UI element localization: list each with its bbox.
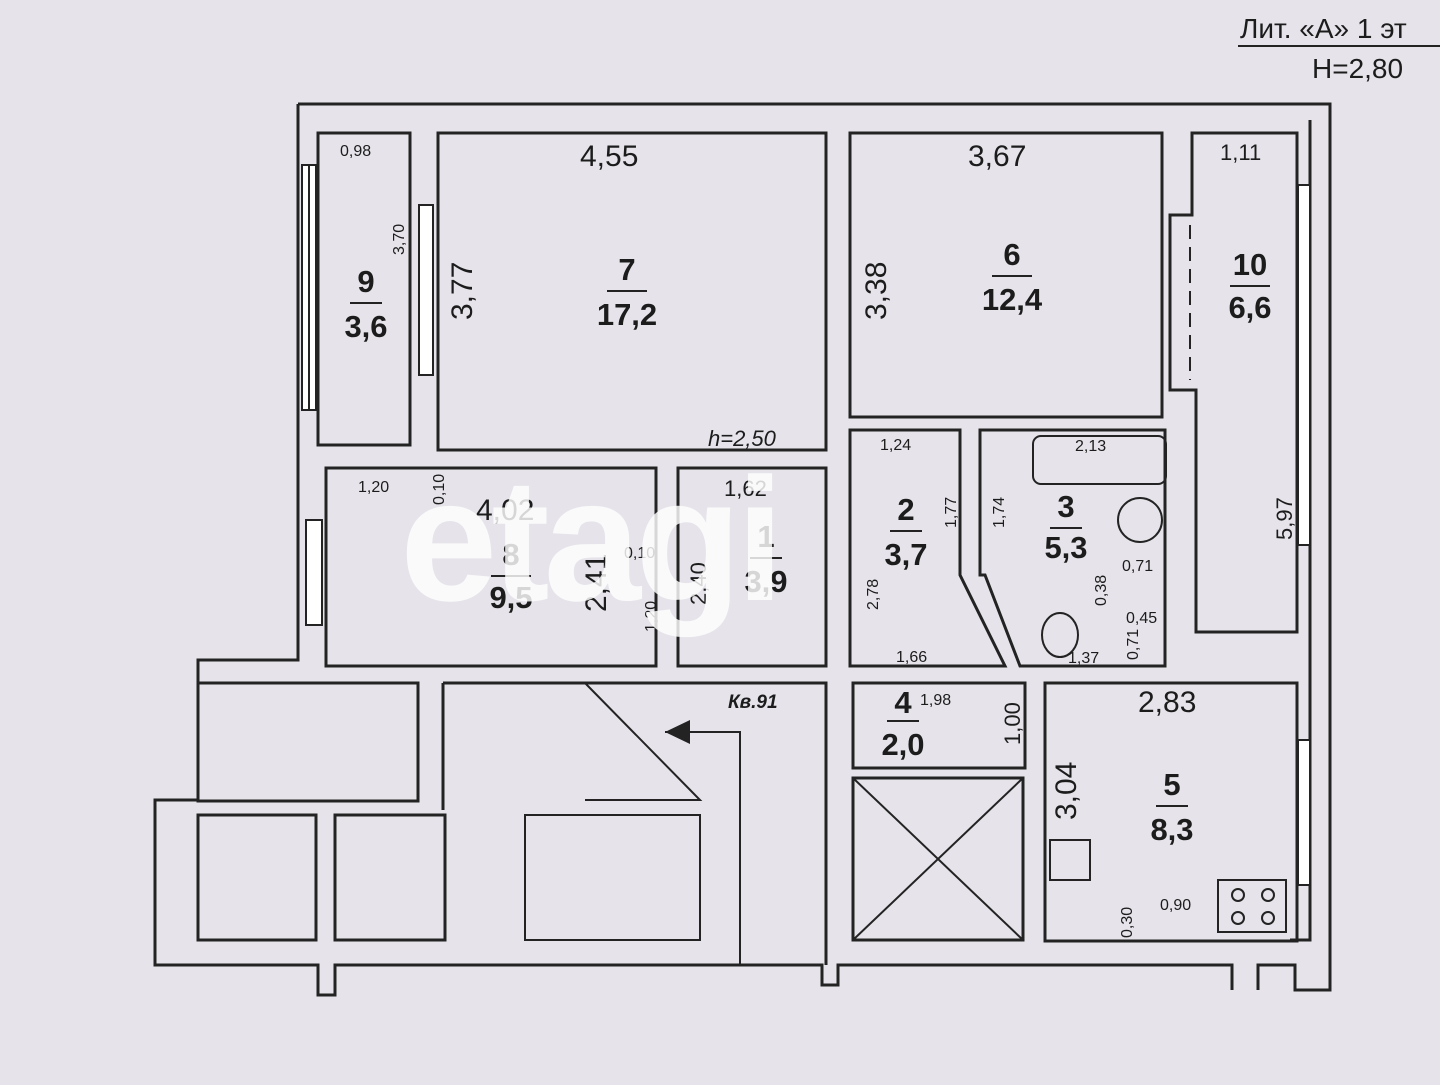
dim-room-8-top: 0,10 [431,474,448,505]
room-2-outline [848,428,1008,668]
room-6-number: 6 [1003,237,1020,272]
elevator-shaft [851,776,1025,942]
dim-room-2-height-b: 2,78 [865,579,882,610]
room-1-area: 3,9 [744,564,787,599]
room-8-outline [324,466,658,668]
stove-burner [1261,888,1275,902]
room-5-area: 8,3 [1150,812,1193,847]
dim-room-8-height: 2,41 [580,554,613,612]
dim-room-5-height: 3,04 [1050,762,1083,820]
room-7-area: 17,2 [597,297,657,332]
dim-room-1-height: 2,40 [686,562,711,605]
room-3-area: 5,3 [1044,530,1087,565]
stairwell-outline [441,681,828,965]
stove-fixture [1217,879,1287,933]
dim-room-7-ceiling: h=2,50 [708,426,777,451]
dim-room-3-e: 1,37 [1068,650,1099,667]
room-7-number: 7 [618,252,635,287]
dim-room-6-height: 3,38 [860,262,893,320]
room-4-number: 4 [894,685,912,720]
room-9-number: 9 [357,264,374,299]
floor-height: Н=2,80 [1312,53,1403,84]
dim-room-6-width: 3,67 [968,140,1026,173]
dim-room-5-a: 0,30 [1119,907,1136,938]
kitchen-sink-fixture [1049,839,1091,881]
room-7-outline [436,131,828,452]
room-5-number: 5 [1163,767,1180,802]
dim-room-9-bottom: 1,20 [358,479,389,496]
dim-room-4-height: 1,00 [1000,702,1025,745]
outer-wall-top-right [298,102,1332,992]
room-2-area: 3,7 [884,537,927,572]
dim-room-10-width: 1,11 [1220,140,1261,165]
dim-room-5-b: 0,90 [1160,897,1191,914]
dim-room-3-d: 0,71 [1125,629,1142,660]
dim-room-1-width: 1,62 [724,476,767,501]
dim-room-3-height: 1,74 [991,497,1008,528]
bathtub-fixture [1032,435,1167,485]
room-1-number: 1 [757,519,774,554]
stove-burner [1231,888,1245,902]
stair-direction-arrow [665,720,690,744]
room-8-number: 8 [502,537,519,572]
dim-room-8-side: 1,20 [643,601,660,632]
sheet-title: Лит. «А» 1 эт [1240,13,1407,44]
dim-room-8-width: 4,02 [476,494,534,527]
stove-burner [1261,911,1275,925]
elevator-cross-b [852,777,1024,941]
room-3-outline [978,428,1167,668]
room-3-number: 3 [1057,489,1074,524]
dim-room-2-width: 1,24 [880,437,911,454]
room-10-outline [1168,131,1299,634]
dim-room-3-b: 0,38 [1093,575,1110,606]
window-room-5 [1297,739,1311,886]
dim-room-9-height: 3,70 [391,224,408,255]
dim-room-2-height-a: 1,77 [943,497,960,528]
room-9-area: 3,6 [344,309,387,344]
neighbor-room-b [196,813,318,942]
room-4-area: 2,0 [881,727,924,762]
dim-room-3-width: 2,13 [1075,438,1106,455]
room-10-number: 10 [1233,247,1267,282]
room-10-area: 6,6 [1228,290,1271,325]
stair-flight-upper [584,682,703,801]
dim-room-7-height: 3,77 [446,262,479,320]
dim-room-3-a: 0,71 [1122,558,1153,575]
stove-burner [1231,911,1245,925]
dim-room-5-width: 2,83 [1138,686,1196,719]
sink-fixture [1117,497,1163,543]
room-8-area: 9,5 [489,580,532,615]
dim-room-9-width: 0,98 [340,143,371,160]
apartment-label: Кв.91 [728,692,778,713]
stair-direction-line [665,731,741,965]
stair-flight-lower [524,814,701,941]
dim-room-4-width: 1,98 [920,692,951,709]
room-6-area: 12,4 [982,282,1043,317]
neighbor-room-c [333,813,447,942]
dim-room-2-bottom: 1,66 [896,649,927,666]
dim-room-8-mid: 0,10 [624,545,655,562]
window-room-7 [418,204,434,376]
room-4-outline [851,681,1027,770]
room-2-number: 2 [897,492,914,527]
window-room-10 [1297,184,1311,546]
dim-room-10-height: 5,97 [1272,497,1297,540]
room-9-outline [316,131,412,447]
dim-room-7-width: 4,55 [580,140,638,173]
neighbor-room-a [196,681,420,803]
dim-room-3-c: 0,45 [1126,610,1157,627]
toilet-fixture [1041,612,1079,658]
watermark-logo: etagi [400,443,778,638]
window-room-8 [305,519,323,626]
